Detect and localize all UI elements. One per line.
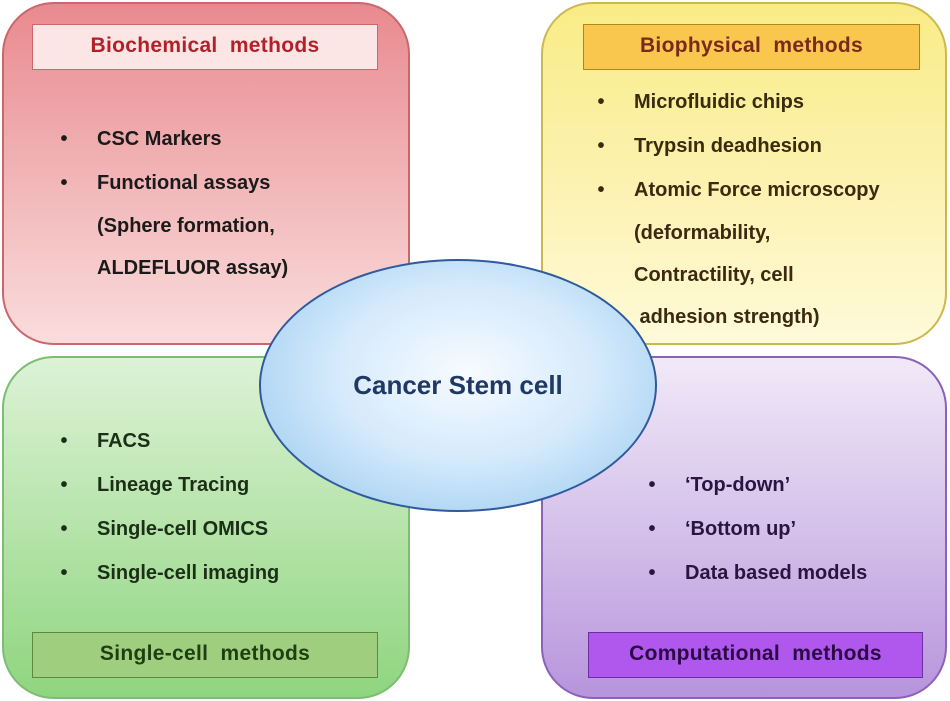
bullet-icon: • bbox=[648, 562, 656, 584]
bullet-icon: • bbox=[648, 518, 656, 540]
item-text: CSC Markers bbox=[97, 128, 222, 150]
list-item: • ‘Bottom up’ bbox=[645, 507, 867, 551]
item-text: FACS bbox=[97, 430, 151, 452]
item-continuation: ALDEFLUOR assay) bbox=[97, 257, 289, 279]
list-item: • Single-cell OMICS bbox=[57, 507, 279, 551]
item-continuation: Contractility, cell bbox=[634, 264, 794, 286]
item-text: Single-cell OMICS bbox=[97, 518, 269, 540]
item-text: ‘Top-down’ bbox=[685, 474, 791, 496]
item-continuation: (deformability, bbox=[634, 222, 771, 244]
list-item: • FACS bbox=[57, 419, 279, 463]
single-cell-methods-list: • FACS • Lineage Tracing • Single-cell O… bbox=[57, 419, 279, 595]
bullet-icon: • bbox=[597, 135, 605, 157]
bullet-icon: • bbox=[60, 518, 68, 540]
list-item: • Microfluidic chips bbox=[594, 80, 880, 124]
biophysical-methods-title: Biophysical methods bbox=[583, 24, 920, 70]
item-text: ‘Bottom up’ bbox=[685, 518, 797, 540]
item-text: Microfluidic chips bbox=[634, 91, 805, 113]
item-text: Atomic Force microscopy bbox=[634, 179, 880, 201]
item-continuation: adhesion strength) bbox=[634, 306, 820, 328]
item-text: Lineage Tracing bbox=[97, 474, 250, 496]
biochemical-methods-list: • CSC Markers • Functional assays (Spher… bbox=[57, 117, 288, 289]
computational-methods-title: Computational methods bbox=[588, 632, 923, 678]
bullet-icon: • bbox=[648, 474, 656, 496]
list-item: • Data based models bbox=[645, 551, 867, 595]
computational-methods-list: • ‘Top-down’ • ‘Bottom up’ • Data based … bbox=[645, 463, 867, 595]
center-ellipse bbox=[259, 259, 657, 512]
list-item: • Trypsin deadhesion bbox=[594, 124, 880, 168]
list-item: • Atomic Force microscopy (deformability… bbox=[594, 168, 880, 338]
list-item: • Single-cell imaging bbox=[57, 551, 279, 595]
center-label: Cancer Stem cell bbox=[353, 370, 563, 400]
item-text: Single-cell imaging bbox=[97, 562, 280, 584]
item-continuation: (Sphere formation, bbox=[97, 215, 275, 237]
single-cell-methods-title: Single-cell methods bbox=[32, 632, 378, 678]
bullet-icon: • bbox=[60, 430, 68, 452]
bullet-icon: • bbox=[60, 562, 68, 584]
list-item: • Lineage Tracing bbox=[57, 463, 279, 507]
biochemical-methods-title: Biochemical methods bbox=[32, 24, 378, 70]
item-text: Functional assays bbox=[97, 172, 271, 194]
bullet-icon: • bbox=[60, 474, 68, 496]
item-text: Data based models bbox=[685, 562, 868, 584]
bullet-icon: • bbox=[60, 128, 68, 150]
list-item: • ‘Top-down’ bbox=[645, 463, 867, 507]
bullet-icon: • bbox=[597, 179, 605, 201]
bullet-icon: • bbox=[597, 91, 605, 113]
biophysical-methods-list: • Microfluidic chips • Trypsin deadhesio… bbox=[594, 80, 880, 338]
list-item: • Functional assays (Sphere formation, A… bbox=[57, 161, 288, 289]
item-text: Trypsin deadhesion bbox=[634, 135, 822, 157]
bullet-icon: • bbox=[60, 172, 68, 194]
list-item: • CSC Markers bbox=[57, 117, 288, 161]
